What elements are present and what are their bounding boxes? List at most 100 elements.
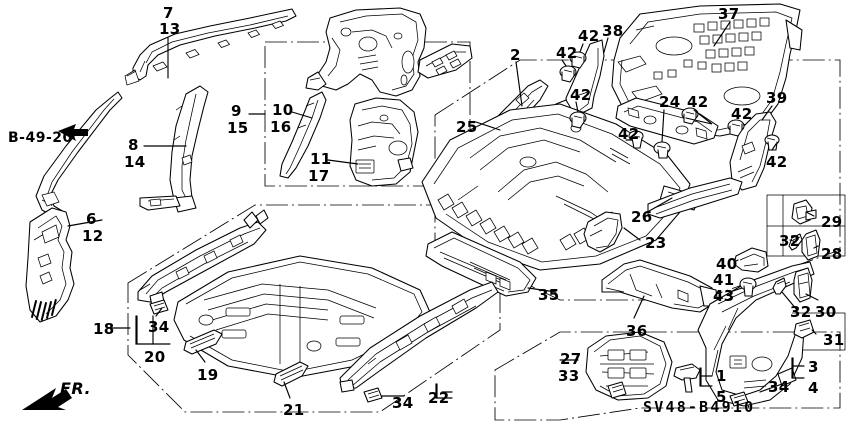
callout-number-28-bracket-plate: 28	[821, 245, 843, 263]
number-bracket-ties	[136, 315, 794, 399]
callout-number-19-floor-stiffener: 19	[197, 366, 219, 384]
callout-number-33-frame-assy-rear: 33	[558, 367, 580, 385]
callout-number-1-frame-rail: 1	[716, 367, 727, 385]
callout-number-42-bolt: 42	[578, 27, 600, 45]
callout-number-10-wheelhouse-member: 10	[272, 101, 294, 119]
part-bolt-42d	[628, 130, 644, 149]
part-bolt-1-5	[673, 363, 701, 393]
callout-number-18-floor-assy-front: 18	[93, 320, 115, 338]
leader-lines	[67, 21, 819, 399]
callout-number-12-front-pillar-lower: 12	[82, 227, 104, 245]
callout-number-9-wheelhouse-assy: 9	[231, 102, 242, 120]
callout-number-38-gusset-rear: 38	[602, 22, 624, 40]
callout-number-34-clip: 34	[768, 378, 790, 396]
part-clip-34b	[363, 387, 383, 403]
callout-number-32-screw: 32	[779, 232, 801, 250]
part-bolt-42f	[681, 107, 699, 125]
part-crossmember-36	[601, 259, 719, 313]
diagram-code-label: SV48-B4910	[643, 398, 756, 416]
part-bolt-42b	[559, 65, 577, 83]
callout-number-21-floor-stiffener-rear: 21	[283, 401, 305, 419]
part-bolt-42a	[569, 51, 587, 69]
callout-number-15-wheelhouse-assy: 15	[227, 119, 249, 137]
part-bracket-30	[793, 267, 813, 303]
part-screw-32b	[772, 277, 787, 295]
callout-number-3-rear-frame: 3	[808, 358, 819, 376]
part-floor-stiffener-19	[183, 329, 223, 355]
part-frame-assy-27	[585, 331, 673, 401]
callout-number-11-wheelhouse-inner: 11	[310, 150, 332, 168]
callout-number-16-wheelhouse-member: 16	[270, 118, 292, 136]
part-side-sill-22	[339, 281, 499, 393]
callout-number-17-wheelhouse-inner: 17	[308, 167, 330, 185]
callout-number-29-bracket-small: 29	[821, 213, 843, 231]
callout-number-37-rear-parcel-shelf: 37	[718, 5, 740, 23]
callout-number-42-bolt: 42	[556, 44, 578, 62]
part-clip-small-bottom	[607, 381, 627, 399]
part-wheelhouse-member	[279, 91, 327, 179]
part-crossmember-24	[615, 97, 719, 145]
part-bracket-29	[791, 199, 817, 225]
part-bracket-28	[801, 229, 821, 261]
callout-number-8-center-pillar: 8	[128, 136, 139, 154]
callout-number-42-bolt: 42	[766, 153, 788, 171]
callout-number-41-jack-bracket: 41	[713, 271, 735, 289]
part-grommet-43	[739, 277, 757, 297]
callout-number-36-crossmember-mid: 36	[626, 322, 648, 340]
part-rear-frame-extension-26	[647, 177, 743, 219]
b-49-20-arrow	[58, 124, 88, 141]
callout-number-32-screw: 32	[790, 303, 812, 321]
callout-number-5-frame-rail: 5	[716, 388, 727, 406]
callout-number-22-side-sill: 22	[428, 389, 450, 407]
part-sill-member-20	[137, 209, 269, 307]
part-floor-crossmember-35	[425, 231, 537, 297]
fr-direction-arrow	[22, 388, 72, 410]
subgroup-box-28-29	[766, 194, 846, 257]
part-rear-parcel-shelf	[611, 3, 803, 137]
callout-number-26-rear-frame-extension: 26	[631, 208, 653, 226]
callout-number-25-extension: 25	[456, 118, 478, 136]
part-bolt-42h	[764, 134, 780, 151]
part-bolt-42g	[727, 119, 745, 137]
callout-number-6-front-pillar-lower: 6	[86, 210, 97, 228]
part-front-floor-panel	[173, 255, 431, 379]
callout-number-42-bolt: 42	[687, 93, 709, 111]
part-rear-frame-rail	[697, 261, 815, 407]
callout-number-14-center-pillar: 14	[124, 153, 146, 171]
reference-label-b-49-20: B-49-20	[8, 130, 73, 146]
part-clip-31	[793, 319, 815, 339]
group-boundary-rear-frame	[494, 331, 841, 421]
callout-number-24-crossmember: 24	[659, 93, 681, 111]
callout-number-7-roof-side-rail: 7	[163, 4, 174, 22]
part-bolt-42c	[569, 111, 587, 129]
part-clip-34a	[149, 299, 169, 315]
callout-number-35-floor-crossmember: 35	[538, 286, 560, 304]
part-bracket-23	[583, 211, 623, 253]
callout-number-42-bolt: 42	[731, 105, 753, 123]
callout-number-42-bolt: 42	[618, 125, 640, 143]
part-wheelhouse-upper	[305, 7, 427, 97]
callout-number-34-clip: 34	[148, 318, 170, 336]
callout-number-4-rear-frame: 4	[808, 379, 819, 397]
part-floor-stiffener-21	[273, 361, 309, 387]
callout-number-27-frame-assy-rear: 27	[560, 350, 582, 368]
callout-number-13-roof-side-rail: 13	[159, 20, 181, 38]
subgroup-box-31	[792, 312, 846, 351]
callout-number-31-clip-small: 31	[823, 331, 845, 349]
callout-number-40-jack-bracket: 40	[716, 255, 738, 273]
callout-number-30-bracket-tall: 30	[815, 303, 837, 321]
callout-number-43-grommet: 43	[713, 287, 735, 305]
part-clip-34c	[729, 391, 749, 407]
callout-number-42-bolt: 42	[570, 86, 592, 104]
callout-number-39-gusset-side: 39	[766, 89, 788, 107]
orientation-label-fr: FR.	[60, 379, 92, 398]
callout-number-2-floor-panel-rear: 2	[510, 46, 521, 64]
part-jack-bracket-40-41	[733, 247, 769, 273]
part-center-pillar	[139, 85, 209, 213]
part-front-pillar-lower	[25, 207, 75, 323]
part-front-pillar-outer	[35, 91, 123, 220]
part-wheelhouse-inner	[349, 97, 419, 187]
group-boundary-front-floor	[127, 204, 501, 413]
